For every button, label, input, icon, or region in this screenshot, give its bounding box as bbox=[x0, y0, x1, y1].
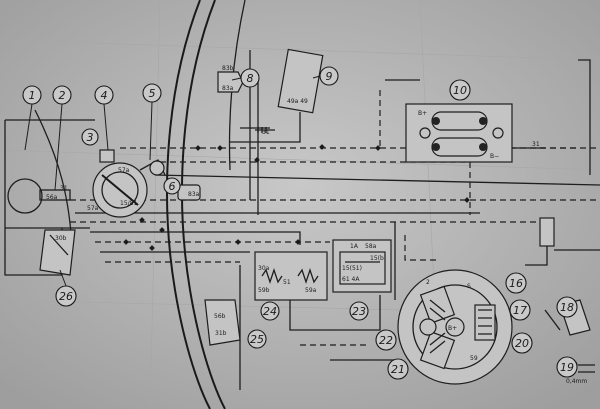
speedometer: 30b bbox=[39, 229, 76, 276]
svg-text:21: 21 bbox=[391, 363, 405, 376]
callout-25: 25 bbox=[247, 329, 267, 349]
label-t61-4a: 61 4A bbox=[342, 276, 360, 283]
label-t31-left: 31 bbox=[60, 185, 68, 192]
svg-text:1: 1 bbox=[29, 89, 36, 102]
label-t30a: 30a bbox=[258, 265, 270, 272]
label-t59b: 59b bbox=[258, 287, 270, 294]
label-t15b: 15(b) bbox=[370, 255, 386, 262]
label-t31-right: 31 bbox=[532, 141, 540, 148]
label-t15-81: 15/81 bbox=[120, 200, 137, 207]
label-t56b: 56b bbox=[214, 313, 226, 320]
svg-text:8: 8 bbox=[247, 72, 254, 85]
svg-text:17: 17 bbox=[513, 304, 527, 317]
resistor-bank: 30a 59b 51 59a bbox=[254, 251, 328, 301]
battery: B+ B− 31 bbox=[405, 103, 545, 163]
label-t59a: 59a bbox=[305, 287, 317, 294]
label-reg-59: 59 bbox=[470, 355, 478, 362]
label-t83a: 83a bbox=[222, 85, 234, 92]
svg-text:10: 10 bbox=[453, 84, 467, 97]
main-harness bbox=[70, 50, 600, 390]
callout-26: 26 bbox=[55, 285, 77, 307]
label-reg-s: S bbox=[467, 283, 471, 290]
label-t57: 57a bbox=[118, 167, 130, 174]
label-t30b: 30b bbox=[55, 235, 67, 242]
label-t83b: 83b bbox=[222, 65, 234, 72]
label-t51: 51 bbox=[283, 279, 291, 286]
flasher-relay: 49a 49 31 bbox=[255, 48, 324, 136]
callout-10: 10 bbox=[449, 79, 471, 101]
callout-24: 24 bbox=[260, 301, 280, 321]
callout-8: 8 bbox=[240, 68, 260, 88]
callout-1: 1 bbox=[22, 85, 42, 105]
label-reg-2: 2 bbox=[426, 279, 430, 286]
label-spark-gap: 0,4mm bbox=[566, 378, 587, 385]
label-reg-b: B+ bbox=[448, 325, 457, 332]
svg-text:18: 18 bbox=[560, 301, 574, 314]
svg-text:24: 24 bbox=[263, 305, 277, 318]
svg-text:26: 26 bbox=[59, 290, 73, 303]
svg-text:20: 20 bbox=[515, 337, 529, 350]
voltage-regulator: 1A 58a 15(51) 61 4A 15(b) bbox=[332, 239, 392, 293]
callout-6: 6 bbox=[163, 177, 181, 195]
label-t83a-6: 83a bbox=[188, 191, 200, 198]
callout-16: 16 bbox=[505, 272, 527, 294]
leader-lines bbox=[24, 75, 321, 287]
callout-5: 5 bbox=[142, 83, 162, 103]
callout-2: 2 bbox=[52, 85, 72, 105]
svg-text:22: 22 bbox=[379, 334, 393, 347]
label-bminus: B− bbox=[490, 153, 499, 160]
svg-text:9: 9 bbox=[326, 70, 333, 83]
svg-text:25: 25 bbox=[250, 333, 264, 346]
callout-21: 21 bbox=[387, 358, 409, 380]
callout-23: 23 bbox=[349, 301, 369, 321]
alternator: B+ 2 S 59 bbox=[397, 269, 513, 385]
callout-3: 3 bbox=[81, 128, 99, 146]
tail-light-connector: 83b 83a bbox=[217, 65, 244, 93]
svg-text:2: 2 bbox=[59, 89, 66, 102]
label-bplus: B+ bbox=[418, 110, 427, 117]
svg-text:3: 3 bbox=[87, 131, 94, 144]
callout-20: 20 bbox=[511, 332, 533, 354]
label-t31b: 31b bbox=[215, 330, 227, 337]
label-1a: 1A bbox=[350, 243, 359, 250]
svg-text:23: 23 bbox=[352, 305, 366, 318]
label-t49: 49a 49 bbox=[287, 98, 308, 105]
callout-9: 9 bbox=[319, 66, 339, 86]
horn-button: 83a bbox=[177, 184, 201, 201]
callout-17: 17 bbox=[509, 299, 531, 321]
svg-text:19: 19 bbox=[560, 361, 574, 374]
label-t58a: 58a bbox=[365, 243, 377, 250]
svg-text:5: 5 bbox=[149, 87, 156, 100]
ignition-switch: 57a 15/81 57a 56a 31 bbox=[46, 149, 166, 218]
condenser bbox=[525, 217, 600, 266]
label-t57a: 57a bbox=[87, 205, 99, 212]
svg-text:4: 4 bbox=[101, 89, 108, 102]
svg-text:16: 16 bbox=[509, 277, 523, 290]
callout-19: 19 bbox=[556, 356, 578, 378]
callout-18: 18 bbox=[556, 296, 578, 318]
label-t56a: 56a bbox=[46, 194, 58, 201]
label-t15-51: 15(51) bbox=[342, 265, 362, 272]
callout-22: 22 bbox=[375, 329, 397, 351]
callout-4: 4 bbox=[94, 85, 114, 105]
rear-connector: 56b 31b bbox=[204, 299, 241, 346]
svg-text:6: 6 bbox=[169, 180, 176, 193]
